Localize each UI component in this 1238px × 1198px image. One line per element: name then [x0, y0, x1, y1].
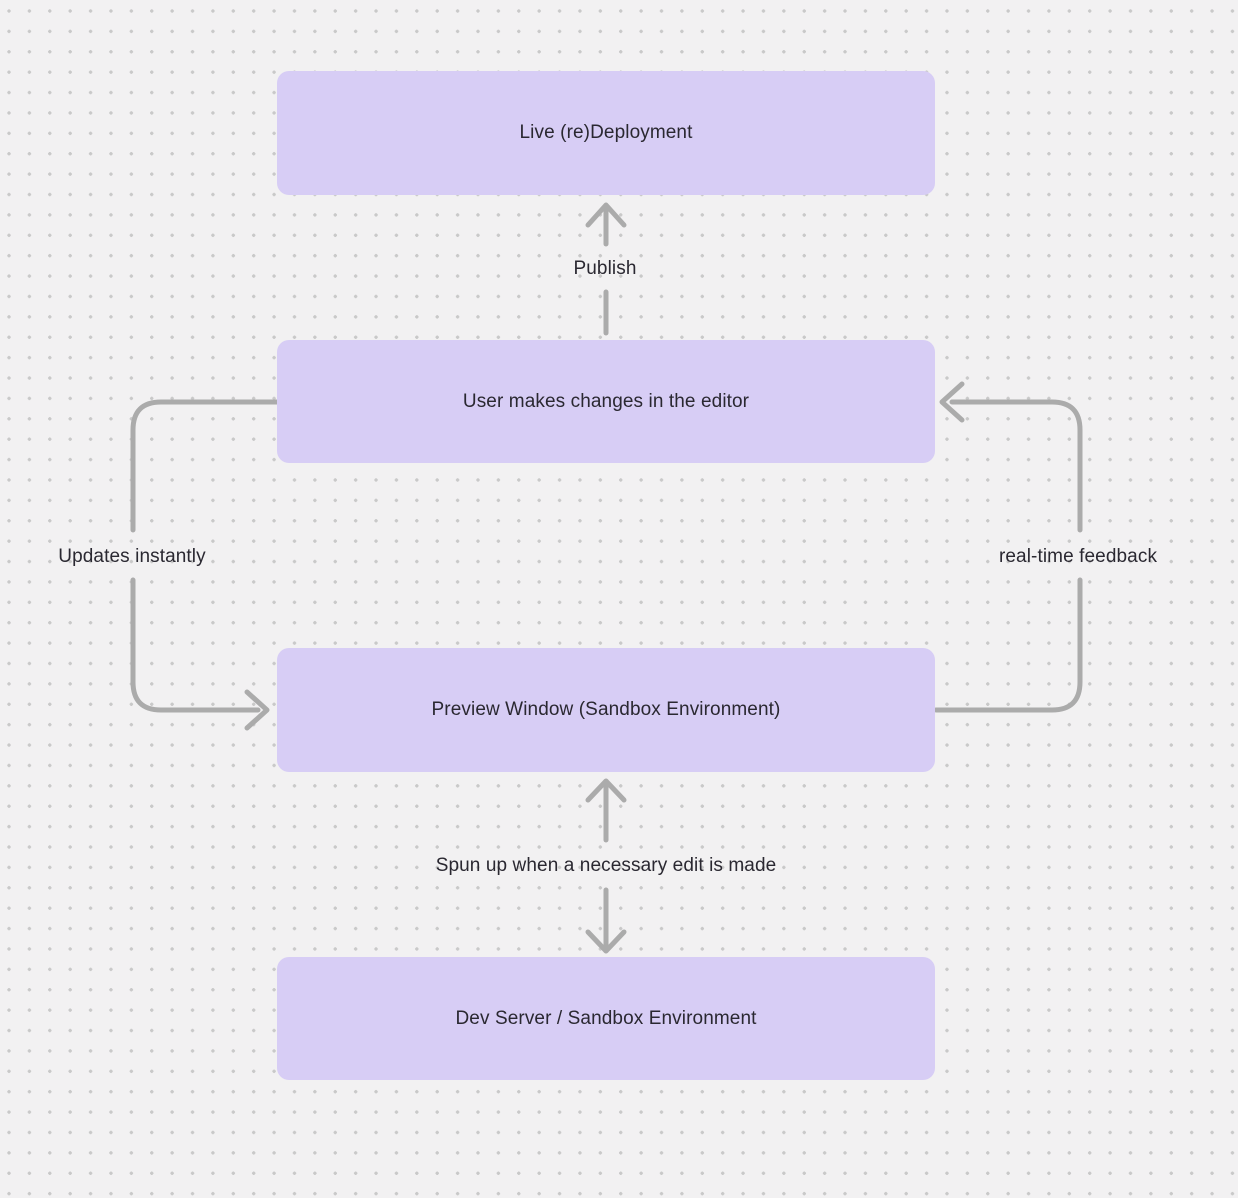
arrow-spun-up: [585, 778, 627, 954]
edge-label-publish: Publish: [573, 258, 637, 279]
arrow-real-time-feedback: [933, 381, 1083, 713]
node-preview-window-label: Preview Window (Sandbox Environment): [431, 699, 781, 720]
node-live-redeployment: Live (re)Deployment: [277, 71, 935, 195]
node-live-redeployment-label: Live (re)Deployment: [519, 122, 693, 143]
arrow-updates-instantly: [130, 399, 280, 731]
node-editor-changes-label: User makes changes in the editor: [462, 390, 750, 412]
arrow-publish: [585, 202, 627, 336]
edge-label-updates-instantly: Updates instantly: [58, 546, 206, 567]
node-dev-server-label: Dev Server / Sandbox Environment: [455, 1007, 757, 1029]
edge-label-real-time-feedback: real-time feedback: [998, 546, 1158, 567]
edge-label-spun-up: Spun up when a necessary edit is made: [435, 855, 777, 876]
node-editor-changes: User makes changes in the editor: [277, 340, 935, 463]
node-preview-window: Preview Window (Sandbox Environment): [277, 648, 935, 772]
node-dev-server: Dev Server / Sandbox Environment: [277, 957, 935, 1080]
